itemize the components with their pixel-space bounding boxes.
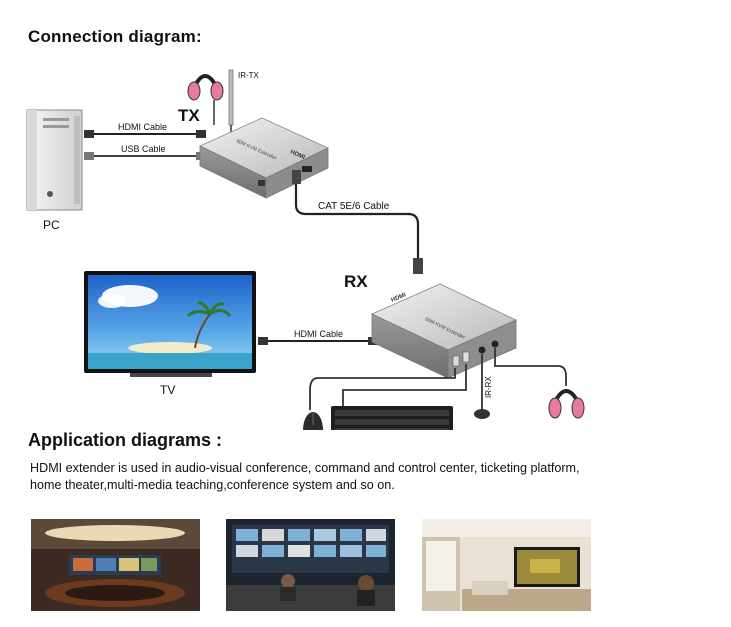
tx-extender-unit: 60M KVM Extender HDMI xyxy=(199,117,329,199)
connection-diagram: PC HDMI Cable USB Cable IR-TX TX 60M KVM… xyxy=(26,69,585,430)
ir-tx-label: IR-TX xyxy=(238,71,260,80)
hdmi-cable-tv-label: HDMI Cable xyxy=(294,329,343,339)
hdmi-cable-pc-label: HDMI Cable xyxy=(118,122,167,132)
ir-rx-receiver-icon xyxy=(474,409,490,419)
usb-cable-label: USB Cable xyxy=(121,144,166,154)
tv-icon xyxy=(84,271,256,377)
control-center-photo xyxy=(226,519,395,611)
ir-tx-antenna-icon xyxy=(228,69,234,135)
rx-extender-unit: HDMI 60M KVM Extender xyxy=(371,283,517,379)
hdmi-plug-icon xyxy=(84,130,94,138)
mouse-icon xyxy=(303,412,323,430)
tx-label: TX xyxy=(178,106,200,125)
pc-label: PC xyxy=(43,218,60,232)
keyboard-icon xyxy=(331,406,453,430)
cat-cable xyxy=(294,176,420,258)
rx-label: RX xyxy=(344,272,368,291)
usb-plug-icon xyxy=(84,152,94,160)
ir-rx-label: IR-RX xyxy=(484,376,493,398)
conference-room-photo xyxy=(31,519,200,611)
rj45-plug-icon xyxy=(292,170,301,184)
application-diagrams-heading: Application diagrams : xyxy=(28,430,223,450)
mouse-cable xyxy=(309,368,456,410)
application-description: HDMI extender is used in audio-visual co… xyxy=(30,461,580,492)
rx-hdmi-logo: HDMI xyxy=(390,292,407,304)
tv-label: TV xyxy=(160,383,175,397)
headphones-rx-icon xyxy=(548,389,585,419)
home-theater-photo xyxy=(422,519,591,611)
headphone-cable xyxy=(494,348,567,386)
keyboard-cable xyxy=(342,364,467,406)
connection-diagram-heading: Connection diagram: xyxy=(28,27,202,46)
cat-cable-label: CAT 5E/6 Cable xyxy=(318,201,390,212)
headphones-icon xyxy=(187,74,224,101)
tx-hdmi-logo: HDMI xyxy=(289,149,306,161)
pc-tower-icon xyxy=(26,109,83,211)
